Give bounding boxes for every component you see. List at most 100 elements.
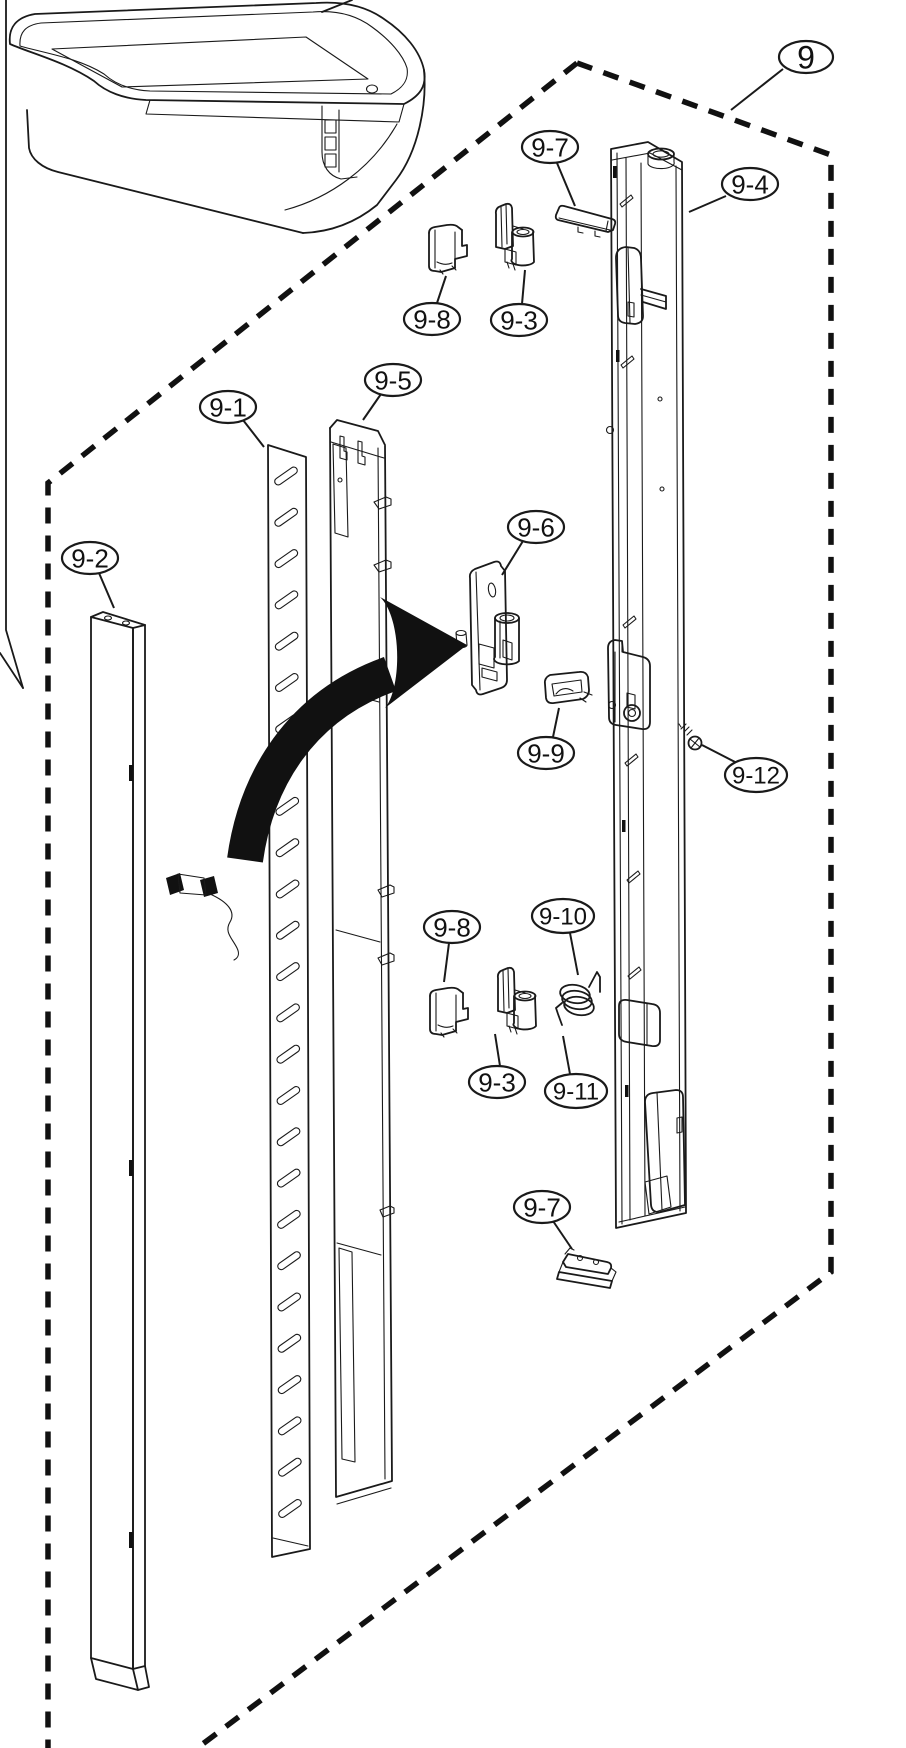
callout-ellipse <box>520 129 580 165</box>
callout-label: 9-7 <box>523 1192 561 1222</box>
vent-slot <box>278 1457 302 1477</box>
vent-slot <box>277 1209 301 1229</box>
callout-9-5: 9-5 <box>362 362 423 421</box>
callout-9-12: 9-12 <box>701 744 789 794</box>
vent-slot <box>277 1333 302 1353</box>
part-9-10-spring <box>555 971 601 1026</box>
callout-label: 9-9 <box>527 738 565 768</box>
callout-leader <box>362 393 382 421</box>
rail-slot-mark <box>627 966 642 980</box>
callout-label: 9-1 <box>209 392 247 422</box>
part-9-8-bracket-lower <box>429 986 469 1038</box>
rotation-arrow <box>227 597 467 863</box>
callout-9-4: 9-4 <box>688 166 780 213</box>
part-9-6-hinge-bracket <box>455 560 520 696</box>
vent-slot <box>274 631 299 651</box>
callout-label: 9-2 <box>71 543 109 573</box>
vent-slot <box>276 1003 300 1023</box>
vent-slot <box>277 1416 302 1436</box>
callout-ellipse <box>720 166 780 202</box>
callout-9-10: 9-10 <box>530 897 596 976</box>
callout-leader <box>556 162 576 207</box>
rail-slot-mark <box>619 194 634 208</box>
vent-slot <box>275 796 300 816</box>
callout-leader <box>569 932 579 976</box>
part-9-3-hinge-support-lower <box>496 966 537 1035</box>
door-edge-line <box>0 0 24 689</box>
part-9-7-cover-top <box>554 204 617 238</box>
vent-slot <box>276 1086 301 1105</box>
vent-slot <box>274 590 299 610</box>
part-9-5-inner-rail <box>329 419 395 1505</box>
callout-9-7: 9-7 <box>520 129 580 207</box>
callout-9-7: 9-7 <box>512 1189 573 1250</box>
assembly-boundary <box>45 60 834 1748</box>
callout-label: 9-12 <box>732 763 780 790</box>
callout-label: 9-4 <box>731 169 769 199</box>
callout-ellipse <box>516 735 576 771</box>
callout-9-8: 9-8 <box>422 909 482 983</box>
part-9-8-bracket <box>428 223 468 275</box>
rail-slot-marks <box>619 194 642 980</box>
part-9-4-outer-rail <box>605 141 687 1229</box>
callout-ellipse <box>402 301 462 337</box>
vent-slot <box>277 1292 302 1312</box>
callout-ellipse <box>422 909 482 945</box>
vent-slot <box>277 1251 301 1271</box>
callout-ellipse <box>60 540 120 576</box>
vent-slot <box>274 507 298 527</box>
rail-slot-mark <box>622 615 637 629</box>
callout-label: 9-3 <box>478 1067 516 1097</box>
callout-9-8: 9-8 <box>402 275 462 337</box>
vent-slot <box>276 1044 301 1064</box>
vent-slot <box>275 879 300 899</box>
callout-ellipse <box>512 1189 572 1225</box>
callout-leader <box>701 744 738 764</box>
callout-label: 9-7 <box>531 132 569 162</box>
callout-label: 9 <box>797 40 815 76</box>
rail-slot-mark <box>624 753 639 767</box>
callout-ellipse <box>363 362 423 398</box>
callout-ellipse <box>198 389 258 425</box>
vent-slot <box>278 1499 302 1518</box>
vent-slot <box>277 1375 302 1395</box>
callout-leader <box>552 707 560 738</box>
callout-label: 9-6 <box>517 512 555 542</box>
callout-label: 9-10 <box>539 904 587 931</box>
callout-label: 9-8 <box>433 912 471 942</box>
callout-9: 9 <box>730 40 835 111</box>
callout-9-11: 9-11 <box>543 1035 609 1110</box>
callout-ellipse <box>723 756 789 794</box>
vent-slot <box>274 466 298 486</box>
callout-leader <box>501 540 524 576</box>
callout-leader <box>521 269 526 305</box>
callout-leader <box>688 195 727 213</box>
callout-label: 9-11 <box>553 1079 599 1106</box>
callout-label: 9-8 <box>413 304 451 334</box>
part-9-12-screw <box>678 723 703 751</box>
callout-ellipse <box>506 509 566 545</box>
part-9-2-trim-bar <box>90 611 150 1691</box>
rail-top-latch <box>615 246 667 325</box>
callout-leader <box>552 1220 573 1250</box>
callout-leader <box>98 572 115 609</box>
rail-middle-latch <box>607 639 651 731</box>
callout-ellipse <box>489 302 549 338</box>
callout-leader <box>562 1035 571 1075</box>
door-wire-harness <box>166 873 239 961</box>
vent-slot <box>274 549 299 569</box>
callout-9-3: 9-3 <box>489 269 549 338</box>
callout-label: 9-3 <box>500 305 538 335</box>
callout-leader <box>443 942 450 983</box>
callout-ellipse <box>543 1072 609 1110</box>
callout-9-3: 9-3 <box>467 1033 527 1100</box>
callout-leader <box>730 68 784 111</box>
vent-slot <box>276 962 300 982</box>
callout-9-6: 9-6 <box>501 509 566 576</box>
callout-9-1: 9-1 <box>198 389 265 448</box>
vent-slot <box>274 673 299 692</box>
part-9-3-hinge-support <box>494 202 535 271</box>
callout-9-9: 9-9 <box>516 707 576 771</box>
